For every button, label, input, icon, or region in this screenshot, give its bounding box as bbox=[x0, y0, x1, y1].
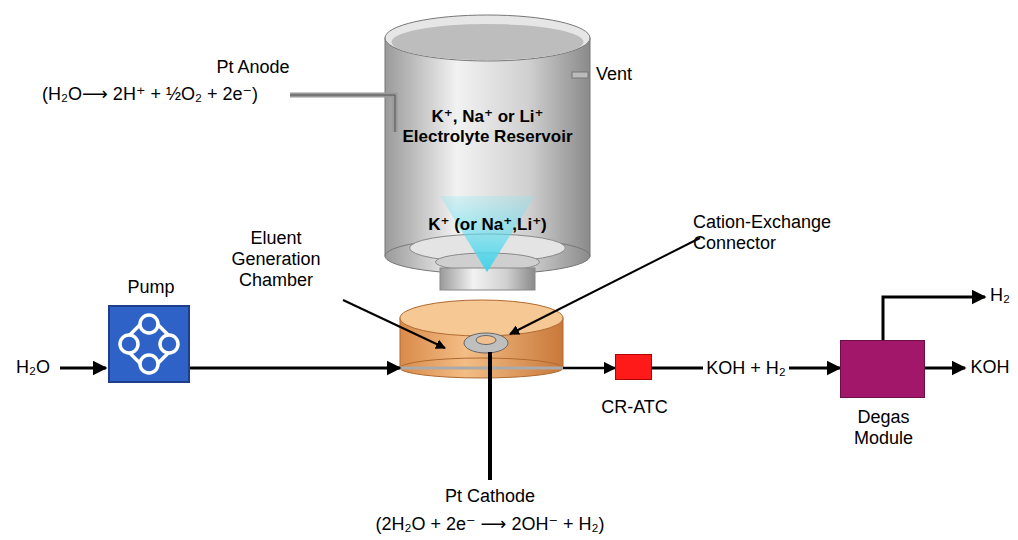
port-name: Vent bbox=[596, 64, 632, 85]
flow-connector bbox=[190, 367, 400, 370]
electrode-name: Pt Cathode bbox=[445, 486, 535, 507]
node-label: K⁺, Na⁺ or Li⁺ Electrolyte Reservoir bbox=[402, 107, 573, 147]
flow-connector bbox=[563, 367, 615, 370]
flow-name: H₂ bbox=[990, 285, 1010, 306]
node-label: Eluent Generation Chamber bbox=[215, 228, 337, 292]
flow-name: H₂O bbox=[16, 357, 50, 378]
reservoir-cylinder: K⁺, Na⁺ or Li⁺ Electrolyte ReservoirK⁺ (… bbox=[385, 15, 590, 277]
water-inflow bbox=[60, 367, 106, 370]
koh-outflow bbox=[925, 367, 965, 370]
edge-label: KOH + H₂ bbox=[703, 358, 789, 379]
cathode-wire bbox=[488, 352, 492, 480]
pump-icon bbox=[110, 307, 188, 381]
vent-port bbox=[572, 72, 588, 78]
leader-line bbox=[510, 238, 700, 334]
part-name: Cation-Exchange Connector bbox=[693, 212, 868, 254]
degas-module-box: Degas Module bbox=[840, 340, 925, 398]
electrolyte-reservoir bbox=[385, 15, 590, 290]
node-label: CR-ATC bbox=[584, 397, 685, 418]
node-label: Degas Module bbox=[829, 407, 938, 449]
anode-wire-core bbox=[290, 95, 395, 132]
cr-atc-cartridge: CR-ATC bbox=[615, 354, 652, 380]
flow-name: KOH bbox=[970, 357, 1009, 378]
pump-box: Pump bbox=[108, 305, 190, 383]
reaction-equation: (2H₂O + 2e⁻ ⟶ 2OH⁻ + H₂) bbox=[376, 514, 605, 535]
node-sublabel: K⁺ (or Na⁺,Li⁺) bbox=[375, 215, 600, 235]
electrode-name: Pt Anode bbox=[216, 57, 289, 78]
node-label: Pump bbox=[90, 277, 212, 298]
leader-line bbox=[343, 300, 445, 348]
anode-wire bbox=[290, 95, 395, 132]
reaction-equation: (H₂O⟶ 2H⁺ + ½O₂ + 2e⁻) bbox=[42, 84, 258, 105]
hydrogen-outflow bbox=[883, 297, 985, 340]
chamber-body: Eluent Generation Chamber bbox=[400, 300, 563, 378]
